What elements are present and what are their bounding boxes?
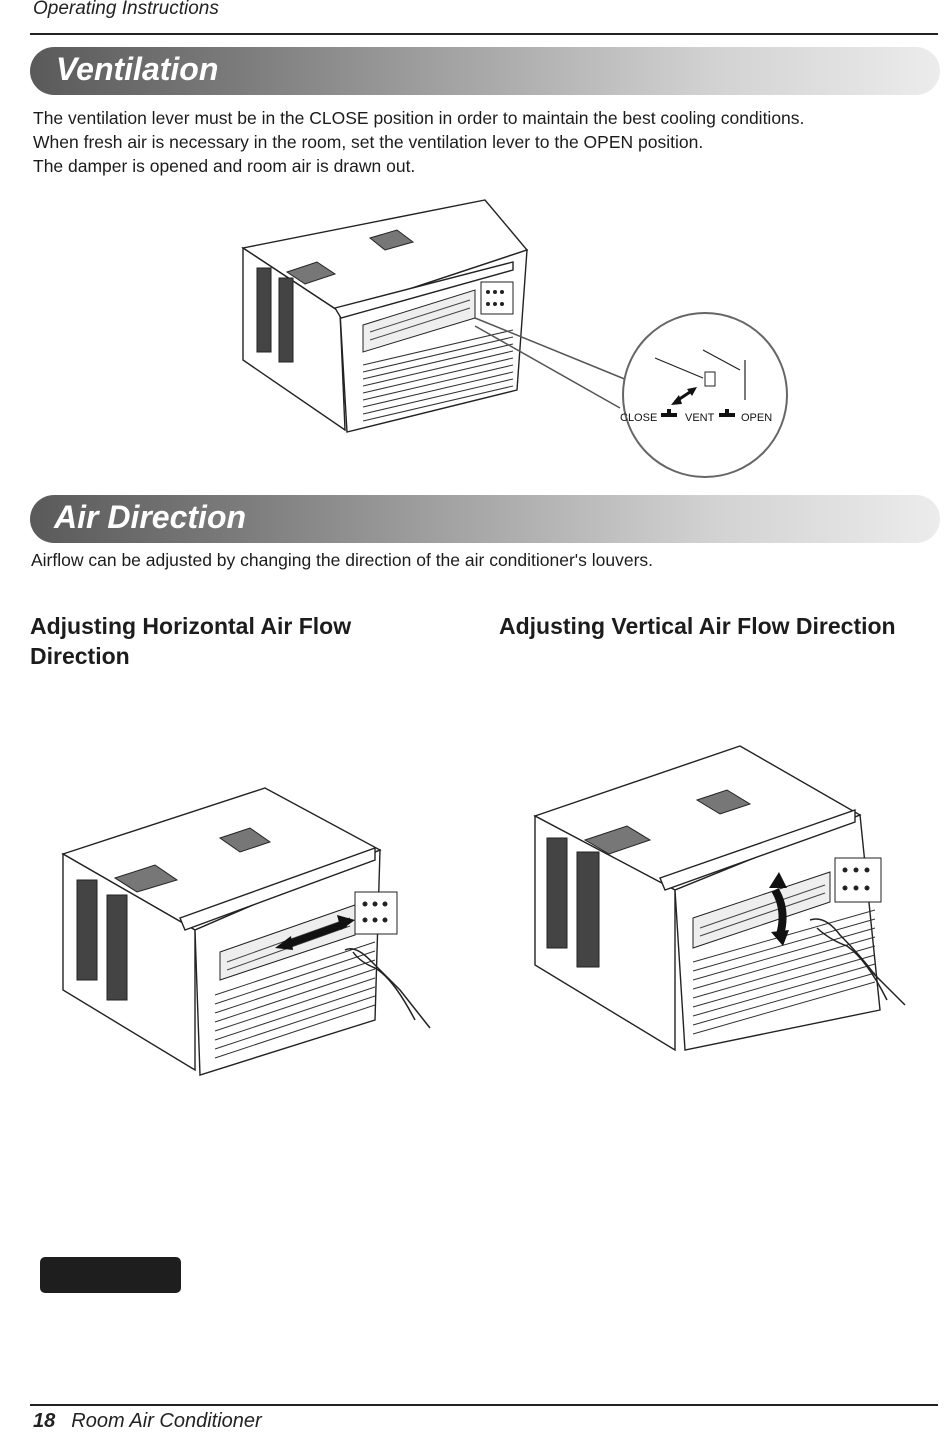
- horizontal-title-line-1: Adjusting Horizontal Air Flow: [30, 613, 352, 639]
- air-direction-section-bar: [30, 495, 940, 543]
- double-arrow-icon: [275, 915, 355, 950]
- vent-label: VENT: [685, 412, 715, 424]
- header-rule: [30, 33, 938, 35]
- double-arrow-icon: [769, 872, 789, 946]
- hand-icon: [809, 918, 906, 1006]
- ventilation-lever-callout: CLOSE VENT OPEN: [620, 312, 788, 478]
- note-badge: [40, 1257, 181, 1293]
- horizontal-airflow-illustration: [61, 787, 431, 1076]
- running-header: Operating Instructions: [33, 0, 219, 19]
- footer-rule: [30, 1404, 938, 1406]
- air-conditioner-illustration: CLOSE VENT OPEN: [241, 199, 788, 478]
- horizontal-title: Adjusting Horizontal Air Flow Direction: [30, 611, 351, 671]
- vertical-title: Adjusting Vertical Air Flow Direction: [499, 613, 896, 639]
- ventilation-line-1: The ventilation lever must be in the CLO…: [33, 108, 805, 128]
- ventilation-line-3: The damper is opened and room air is dra…: [33, 156, 416, 176]
- ventilation-section-bar: [30, 47, 940, 95]
- hand-icon: [344, 948, 431, 1029]
- footer: 18 Room Air Conditioner: [33, 1410, 262, 1433]
- ventilation-line-2: When fresh air is necessary in the room,…: [33, 132, 704, 152]
- doc-title: Room Air Conditioner: [71, 1410, 262, 1432]
- open-label: OPEN: [741, 412, 772, 424]
- ventilation-title: Ventilation: [56, 51, 219, 87]
- air-direction-intro: Airflow can be adjusted by changing the …: [31, 550, 654, 570]
- close-label: CLOSE: [620, 412, 657, 424]
- page-number: 18: [33, 1410, 56, 1432]
- air-direction-title: Air Direction: [54, 499, 247, 535]
- horizontal-title-line-2: Direction: [30, 643, 130, 669]
- vertical-airflow-illustration: [533, 745, 906, 1052]
- ventilation-text: The ventilation lever must be in the CLO…: [33, 106, 804, 178]
